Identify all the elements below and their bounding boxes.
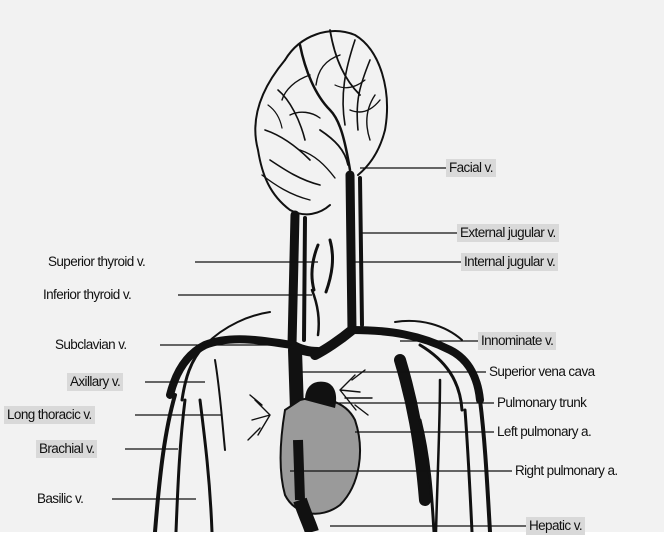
label-superior-vena-cava: Superior vena cava <box>486 363 598 381</box>
label-external-jugular-vein: External jugular v. <box>457 224 559 242</box>
label-hepatic-vein: Hepatic v. <box>526 517 585 535</box>
label-internal-jugular-vein: Internal jugular v. <box>461 253 558 271</box>
label-facial-vein: Facial v. <box>446 159 496 177</box>
label-brachial-vein: Brachial v. <box>36 440 97 458</box>
label-basilic-vein: Basilic v. <box>34 490 86 508</box>
label-pulmonary-trunk: Pulmonary trunk <box>494 394 589 412</box>
label-superior-thyroid-vein: Superior thyroid v. <box>45 253 148 271</box>
label-innominate-vein: Innominate v. <box>478 332 556 350</box>
label-subclavian-vein: Subclavian v. <box>52 336 130 354</box>
label-right-pulmonary-artery: Right pulmonary a. <box>512 462 621 480</box>
label-axillary-vein: Axillary v. <box>67 373 123 391</box>
label-left-pulmonary-artery: Left pulmonary a. <box>494 423 594 441</box>
label-inferior-thyroid-vein: Inferior thyroid v. <box>40 286 134 304</box>
label-long-thoracic-vein: Long thoracic v. <box>4 406 95 424</box>
